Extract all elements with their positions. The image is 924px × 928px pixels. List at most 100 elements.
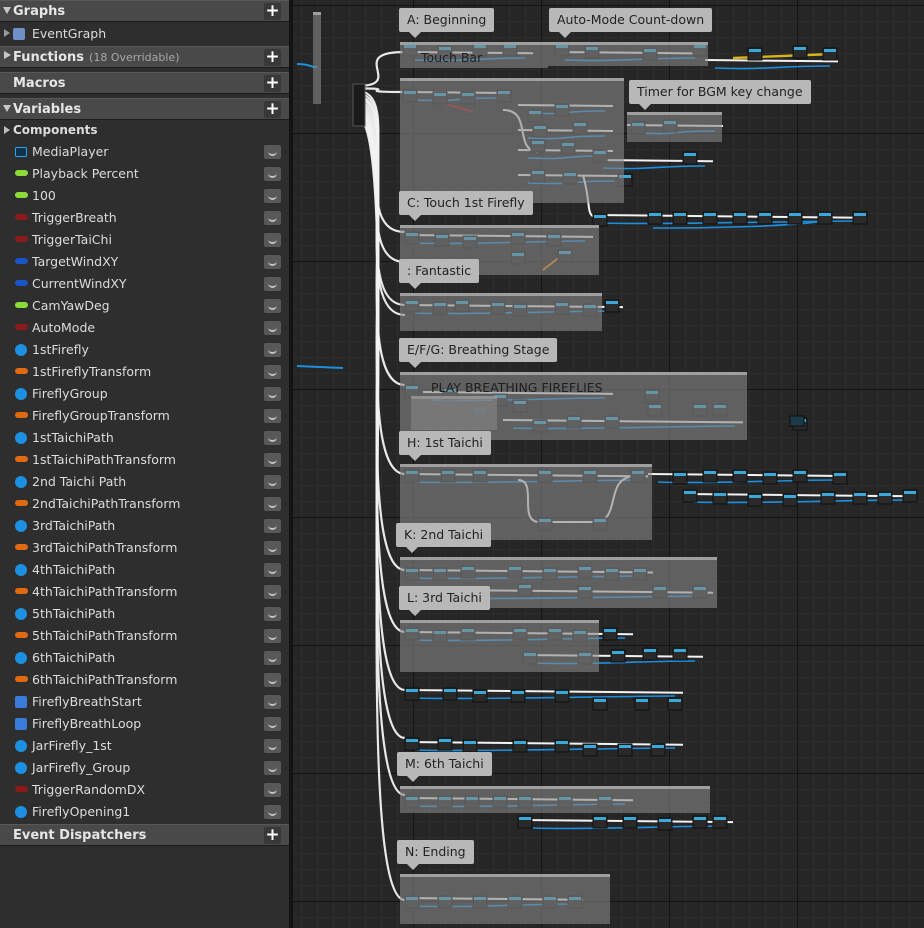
visibility-eye-icon[interactable]: [264, 651, 281, 665]
variable-item[interactable]: FireflyBreathLoop: [0, 713, 289, 735]
visibility-eye-icon[interactable]: [264, 519, 281, 533]
visibility-eye-icon[interactable]: [264, 167, 281, 181]
visibility-eye-icon[interactable]: [264, 629, 281, 643]
event-dispatchers-section-header[interactable]: Event Dispatchers +: [0, 824, 289, 846]
variable-item[interactable]: AutoMode: [0, 317, 289, 339]
add-graph-button[interactable]: +: [264, 1, 281, 21]
variable-item[interactable]: 5thTaichiPathTransform: [0, 625, 289, 647]
functions-section-header[interactable]: Functions(18 Overridable) +: [0, 46, 289, 68]
add-macro-button[interactable]: +: [264, 73, 281, 93]
visibility-eye-icon[interactable]: [264, 211, 281, 225]
visibility-eye-icon[interactable]: [264, 497, 281, 511]
variable-item[interactable]: TriggerBreath: [0, 207, 289, 229]
variable-item[interactable]: 1stFireflyTransform: [0, 361, 289, 383]
visibility-eye-icon[interactable]: [264, 343, 281, 357]
visibility-eye-icon[interactable]: [264, 739, 281, 753]
comment-2nd-taichi-title[interactable]: K: 2nd Taichi: [396, 523, 492, 553]
variable-item[interactable]: CurrentWindXY: [0, 273, 289, 295]
variable-item[interactable]: JarFirefly_1st: [0, 735, 289, 757]
visibility-eye-icon[interactable]: [264, 761, 281, 775]
comment-auto-mode-title[interactable]: Auto-Mode Count-down: [549, 8, 713, 38]
comment-bgm-timer-box[interactable]: [627, 112, 722, 142]
visibility-eye-icon[interactable]: [264, 409, 281, 423]
expand-arrow-icon[interactable]: [4, 29, 10, 37]
visibility-eye-icon[interactable]: [264, 783, 281, 797]
visibility-eye-icon[interactable]: [264, 475, 281, 489]
variable-item[interactable]: 100: [0, 185, 289, 207]
comment-beginning-title[interactable]: A: Beginning: [399, 8, 495, 38]
visibility-eye-icon[interactable]: [264, 233, 281, 247]
comment-3rd-taichi-title[interactable]: L: 3rd Taichi: [399, 586, 490, 616]
variable-item[interactable]: 4thTaichiPath: [0, 559, 289, 581]
variable-item[interactable]: 3rdTaichiPath: [0, 515, 289, 537]
variable-item[interactable]: 2ndTaichiPathTransform: [0, 493, 289, 515]
comment-fantastic-title[interactable]: : Fantastic: [399, 259, 480, 289]
variable-item[interactable]: 6thTaichiPath: [0, 647, 289, 669]
variable-item[interactable]: TriggerRandomDX: [0, 779, 289, 801]
visibility-eye-icon[interactable]: [264, 673, 281, 687]
visibility-eye-icon[interactable]: [264, 321, 281, 335]
variable-item[interactable]: 4thTaichiPathTransform: [0, 581, 289, 603]
variable-item[interactable]: Playback Percent: [0, 163, 289, 185]
visibility-eye-icon[interactable]: [264, 299, 281, 313]
visibility-eye-icon[interactable]: [264, 607, 281, 621]
visibility-eye-icon[interactable]: [264, 805, 281, 819]
variable-item[interactable]: 2nd Taichi Path: [0, 471, 289, 493]
comment-touch-1st-firefly-title[interactable]: C: Touch 1st Firefly: [399, 191, 533, 221]
add-function-button[interactable]: +: [264, 47, 281, 67]
visibility-eye-icon[interactable]: [264, 695, 281, 709]
visibility-eye-icon[interactable]: [264, 277, 281, 291]
comment-breathing-stage-box[interactable]: [400, 372, 747, 440]
variable-item[interactable]: TriggerTaiChi: [0, 229, 289, 251]
comment-auto-mode-box[interactable]: [548, 42, 708, 66]
comment-6th-taichi-title[interactable]: M: 6th Taichi: [397, 752, 492, 782]
comment-box[interactable]: [313, 12, 321, 104]
visibility-eye-icon[interactable]: [264, 189, 281, 203]
comment-box[interactable]: [400, 78, 624, 203]
visibility-eye-icon[interactable]: [264, 585, 281, 599]
variables-section-header[interactable]: Variables +: [0, 98, 289, 120]
variable-item[interactable]: 6thTaichiPathTransform: [0, 669, 289, 691]
variable-item[interactable]: JarFirefly_Group: [0, 757, 289, 779]
variable-item[interactable]: 1stTaichiPath: [0, 427, 289, 449]
variable-item[interactable]: CamYawDeg: [0, 295, 289, 317]
comment-3rd-taichi-box[interactable]: [400, 620, 599, 672]
variable-item[interactable]: 5thTaichiPath: [0, 603, 289, 625]
add-variable-button[interactable]: +: [264, 99, 281, 119]
comment-ending-title[interactable]: N: Ending: [397, 840, 474, 870]
visibility-eye-icon[interactable]: [264, 541, 281, 555]
visibility-eye-icon[interactable]: [264, 387, 281, 401]
expand-arrow-icon[interactable]: [4, 126, 10, 134]
comment-beginning-box[interactable]: [400, 42, 548, 68]
collapse-arrow-icon[interactable]: [3, 7, 11, 14]
macros-section-header[interactable]: Macros +: [0, 72, 289, 94]
comment-1st-taichi-title[interactable]: H: 1st Taichi: [399, 431, 491, 461]
variable-item[interactable]: 1stFirefly: [0, 339, 289, 361]
add-event-dispatcher-button[interactable]: +: [264, 825, 281, 845]
graphs-section-header[interactable]: Graphs +: [0, 0, 289, 22]
visibility-eye-icon[interactable]: [264, 255, 281, 269]
variable-item[interactable]: FireflyGroup: [0, 383, 289, 405]
variable-item[interactable]: FireflyBreathStart: [0, 691, 289, 713]
collapse-arrow-icon[interactable]: [3, 105, 11, 112]
variable-item[interactable]: MediaPlayer: [0, 141, 289, 163]
variable-item[interactable]: TargetWindXY: [0, 251, 289, 273]
comment-bgm-timer-title[interactable]: Timer for BGM key change: [629, 80, 811, 110]
components-category[interactable]: Components: [0, 120, 289, 142]
visibility-eye-icon[interactable]: [264, 563, 281, 577]
visibility-eye-icon[interactable]: [264, 431, 281, 445]
comment-breathing-stage-title[interactable]: E/F/G: Breathing Stage: [399, 338, 558, 368]
variable-item[interactable]: 1stTaichiPathTransform: [0, 449, 289, 471]
visibility-eye-icon[interactable]: [264, 145, 281, 159]
comment-fantastic-box[interactable]: [400, 293, 602, 331]
comment-6th-taichi-box[interactable]: [400, 786, 710, 813]
expand-arrow-icon[interactable]: [4, 51, 11, 59]
comment-ending-box[interactable]: [400, 874, 610, 924]
variable-item[interactable]: 3rdTaichiPathTransform: [0, 537, 289, 559]
event-graph-item[interactable]: EventGraph: [0, 23, 289, 45]
visibility-eye-icon[interactable]: [264, 453, 281, 467]
visibility-eye-icon[interactable]: [264, 365, 281, 379]
panel-splitter[interactable]: [289, 0, 293, 928]
variable-item[interactable]: FireflyOpening1: [0, 801, 289, 823]
